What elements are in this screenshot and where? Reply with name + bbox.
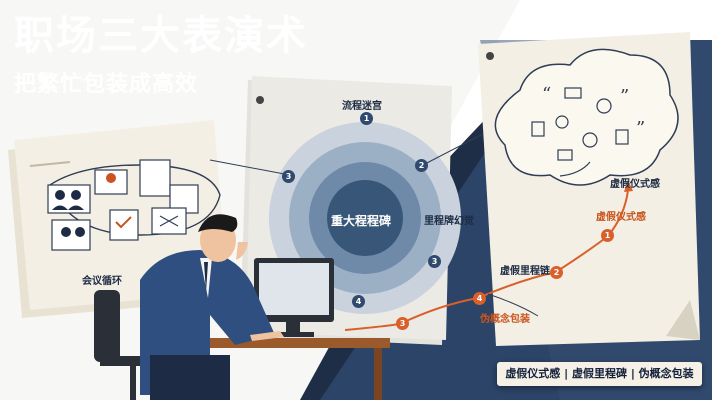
svg-text:“: “	[542, 84, 551, 105]
pseudo-concept-label: 伪概念包装	[480, 314, 530, 325]
fake-ritual-label: 虚假仪式感	[596, 212, 646, 223]
marker-circle: 1	[601, 229, 614, 242]
meeting-loop-label: 会议循环	[82, 276, 122, 287]
marker-circle: 3	[396, 317, 409, 330]
marker-circle: 2	[550, 266, 563, 279]
right-paper: “ ” ”	[478, 32, 700, 346]
marker-circle: 3	[428, 255, 441, 268]
svg-text:”: ”	[620, 86, 629, 107]
svg-text:”: ”	[636, 118, 645, 139]
milestone-illusion-label: 里程牌幻觉	[424, 216, 474, 227]
fake-milestone-chain-label: 虚假里程链	[500, 266, 550, 277]
marker-circle: 4	[473, 292, 486, 305]
footer-summary: 虚假仪式感 | 虚假里程碑 | 伪概念包装	[497, 362, 702, 386]
marker-circle: 3	[282, 170, 295, 183]
marker-circle: 1	[360, 112, 373, 125]
marker-circle: 4	[352, 295, 365, 308]
center-milestone-label: 重大程程碑	[331, 214, 392, 228]
fake-ritual-label-top: 虚假仪式感	[610, 179, 660, 190]
headline: 职场三大表演术 把繁忙包装成高效	[14, 12, 308, 98]
page-title: 职场三大表演术	[14, 13, 308, 59]
page-subtitle: 把繁忙包装成高效	[14, 72, 199, 97]
marker-circle: 2	[415, 159, 428, 172]
desk-scene	[94, 214, 390, 400]
process-maze-label: 流程迷宫	[342, 101, 382, 112]
